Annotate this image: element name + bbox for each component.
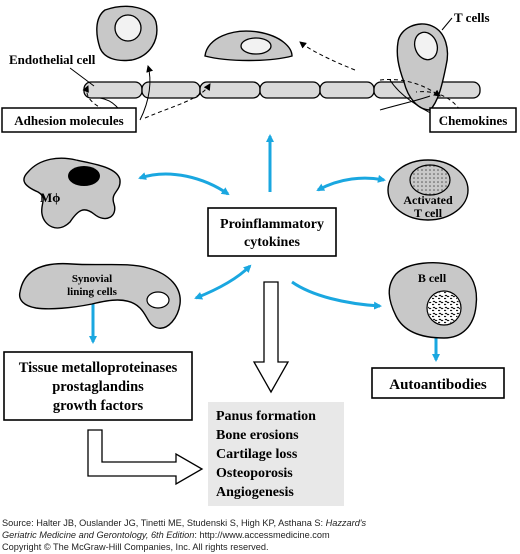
outcome-item: Bone erosions — [216, 428, 299, 443]
t-cells-pointer — [441, 17, 453, 31]
synovial-label-2: lining cells — [67, 286, 118, 298]
hollow-arrow-bent — [87, 429, 204, 486]
source-citation-line-1: Source: Halter JB, Ouslander JG, Tinetti… — [2, 518, 366, 528]
outcomes-box — [208, 402, 344, 506]
outcome-item: Panus formation — [216, 409, 316, 424]
rheumatoid-pathogenesis-diagram: T cells Endothelial cell Adhesion molecu… — [1, 5, 517, 506]
tissue-label-2: prostaglandins — [52, 379, 144, 395]
proinflammatory-cytokines-box — [207, 207, 337, 257]
outcome-item: Angiogenesis — [216, 485, 294, 500]
tissue-label-1: Tissue metalloproteinases — [19, 360, 178, 376]
synovial-label-1: Synovial — [72, 273, 112, 285]
tissue-label-3: growth factors — [53, 398, 144, 414]
activated-t-cell-label-2: T cell — [414, 206, 443, 220]
adhesion-molecules-box — [1, 107, 137, 133]
endothelial-segment — [141, 81, 201, 99]
hollow-arrow-down — [252, 281, 290, 394]
autoantibodies-box — [371, 367, 505, 399]
source-book-edition: Geriatric Medicine and Gerontology, 6th … — [2, 530, 195, 540]
chemokines-box — [429, 107, 517, 133]
copyright-notice: Copyright © The McGraw-Hill Companies, I… — [2, 542, 269, 552]
b-cell-label: B cell — [418, 271, 447, 285]
tissue-factors-box — [3, 351, 193, 421]
proinflammatory-label-1: Proinflammatory — [220, 217, 324, 232]
arrow-tcell-cytokines — [316, 174, 386, 192]
source-prefix: Source: Halter JB, Ouslander JG, Tinetti… — [2, 518, 326, 528]
arrow-cytokines-to-bcell — [291, 280, 382, 310]
endothelial-cell-pointer — [69, 67, 95, 87]
macrophage-label: Mϕ — [40, 190, 60, 205]
endothelial-cell-label: Endothelial cell — [9, 52, 96, 67]
source-book-title: Hazzard's — [325, 518, 367, 528]
autoantibodies-label: Autoantibodies — [389, 377, 487, 393]
migrating-cell-left — [96, 5, 158, 62]
activated-t-cell — [387, 159, 469, 221]
source-citation-line-2: Geriatric Medicine and Gerontology, 6th … — [2, 530, 330, 540]
outcome-item: Cartilage loss — [216, 447, 298, 462]
blue-arrows — [89, 134, 440, 362]
endothelial-segment — [259, 81, 321, 99]
endothelial-segment — [199, 81, 261, 99]
arrow-macrophage-cytokines — [138, 172, 230, 196]
chemokines-label: Chemokines — [439, 113, 508, 128]
t-cells-label: T cells — [454, 10, 490, 25]
arrow-synovial-cytokines — [194, 264, 252, 300]
adhesion-molecules-label: Adhesion molecules — [14, 113, 123, 128]
proinflammatory-label-2: cytokines — [244, 235, 301, 250]
activated-t-cell-label-1: Activated — [403, 193, 453, 207]
outcomes-list: Panus formation Bone erosions Cartilage … — [216, 409, 316, 500]
macrophage-cell — [23, 157, 121, 229]
b-cell — [388, 262, 478, 339]
migrating-cell-middle — [204, 30, 293, 62]
synovial-lining-cell — [18, 262, 181, 329]
outcome-item: Osteoporosis — [216, 466, 293, 481]
source-url: : http://www.accessmedicine.com — [194, 530, 330, 540]
endothelial-segment — [319, 81, 375, 99]
